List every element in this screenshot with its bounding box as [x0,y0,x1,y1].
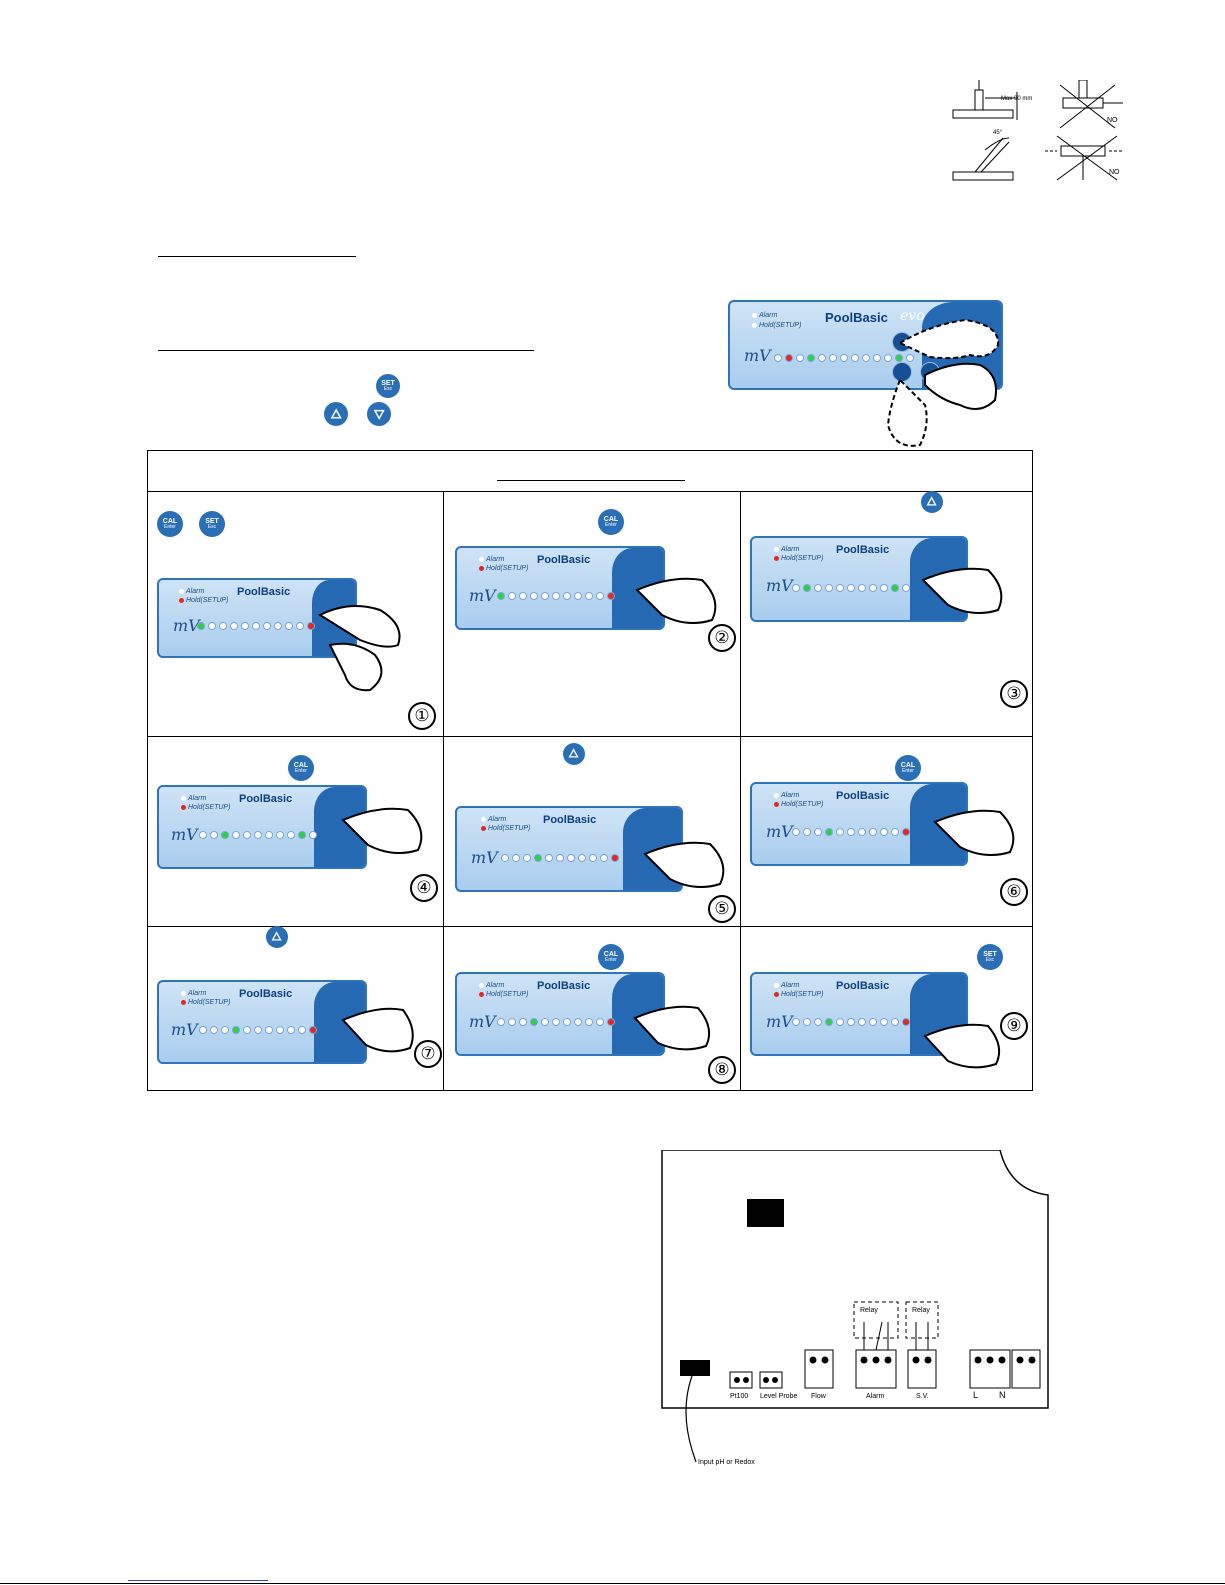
label-pt100: Pt100 [730,1393,748,1400]
panel-step9: Alarm Hold(SETUP) PoolBasic mV [750,972,968,1056]
instruction-table [147,450,1033,1091]
label-level-probe: Level Probe [760,1393,797,1400]
hand-icon-step8 [633,1005,711,1051]
step-number-3: ③ [1000,680,1028,708]
hand-icon-step7 [341,1007,414,1053]
label-relay-1: Relay [860,1307,878,1314]
hand-icon-step6 [933,809,1015,857]
no-label-bottom: NO [1109,169,1120,176]
step-number-1: ① [408,702,436,730]
step-number-8: ⑧ [708,1056,736,1084]
label-n: N [999,1390,1006,1400]
hand-icon-step9 [923,1023,1001,1069]
chip-block [747,1199,784,1227]
label-relay-2: Relay [912,1307,930,1314]
label-flow: Flow [811,1393,827,1400]
step-number-2: ② [708,624,736,652]
table-heading-underline [497,480,685,481]
probe-installation-diagram: Max 90 mm 45° NO NO [952,80,1123,181]
input-connector [680,1360,710,1376]
up-arrow-icon-step5 [563,743,585,765]
pointing-hand-icons [886,318,1000,447]
hand-icon-step5 [643,841,725,889]
step-number-9: ⑨ [1000,1012,1028,1040]
max-distance-label: Max 90 mm [1001,96,1032,102]
panel-step4: Alarm Hold(SETUP) PoolBasic mV [157,785,367,869]
label-sv: S.V. [916,1393,929,1400]
no-label-top: NO [1107,117,1118,124]
up-arrow-icon-step3 [921,491,943,513]
hand-icon-step3 [921,567,1003,615]
panel-step6: Alarm Hold(SETUP) PoolBasic mV [750,782,968,866]
panel-step7: Alarm Hold(SETUP) PoolBasic mV [157,980,367,1064]
panel-step3: Alarm Hold(SETUP) PoolBasic mV [750,536,968,622]
hand-icon-step4 [341,807,423,855]
label-alarm: Alarm [866,1393,884,1400]
hand-icon-step2 [635,577,717,625]
step-number-7: ⑦ [414,1040,442,1068]
footer-rule [0,1583,1225,1584]
angle-label: 45° [993,130,1003,136]
label-l: L [973,1390,978,1400]
label-input: Input pH or Redox [698,1459,755,1466]
hand-icon-step1 [317,605,401,692]
step-number-6: ⑥ [1000,878,1028,906]
up-arrow-button-icon [324,402,348,426]
panel-step2: Alarm Hold(SETUP) PoolBasic mV [455,546,665,630]
step-number-5: ⑤ [708,895,736,923]
footer-link-underline [128,1580,268,1581]
heading-underline-2 [158,350,534,351]
panel-step5: Alarm Hold(SETUP) PoolBasic mV [455,806,683,892]
wiring-board-diagram: Pt100 Level Probe Flow Alarm S.V. Relay … [661,1150,1049,1466]
heading-underline-1 [158,256,356,257]
up-arrow-icon-step7 [266,926,288,948]
down-arrow-button-icon [367,402,391,426]
panel-step8: Alarm Hold(SETUP) PoolBasic mV [455,972,665,1056]
step-number-4: ④ [410,874,438,902]
